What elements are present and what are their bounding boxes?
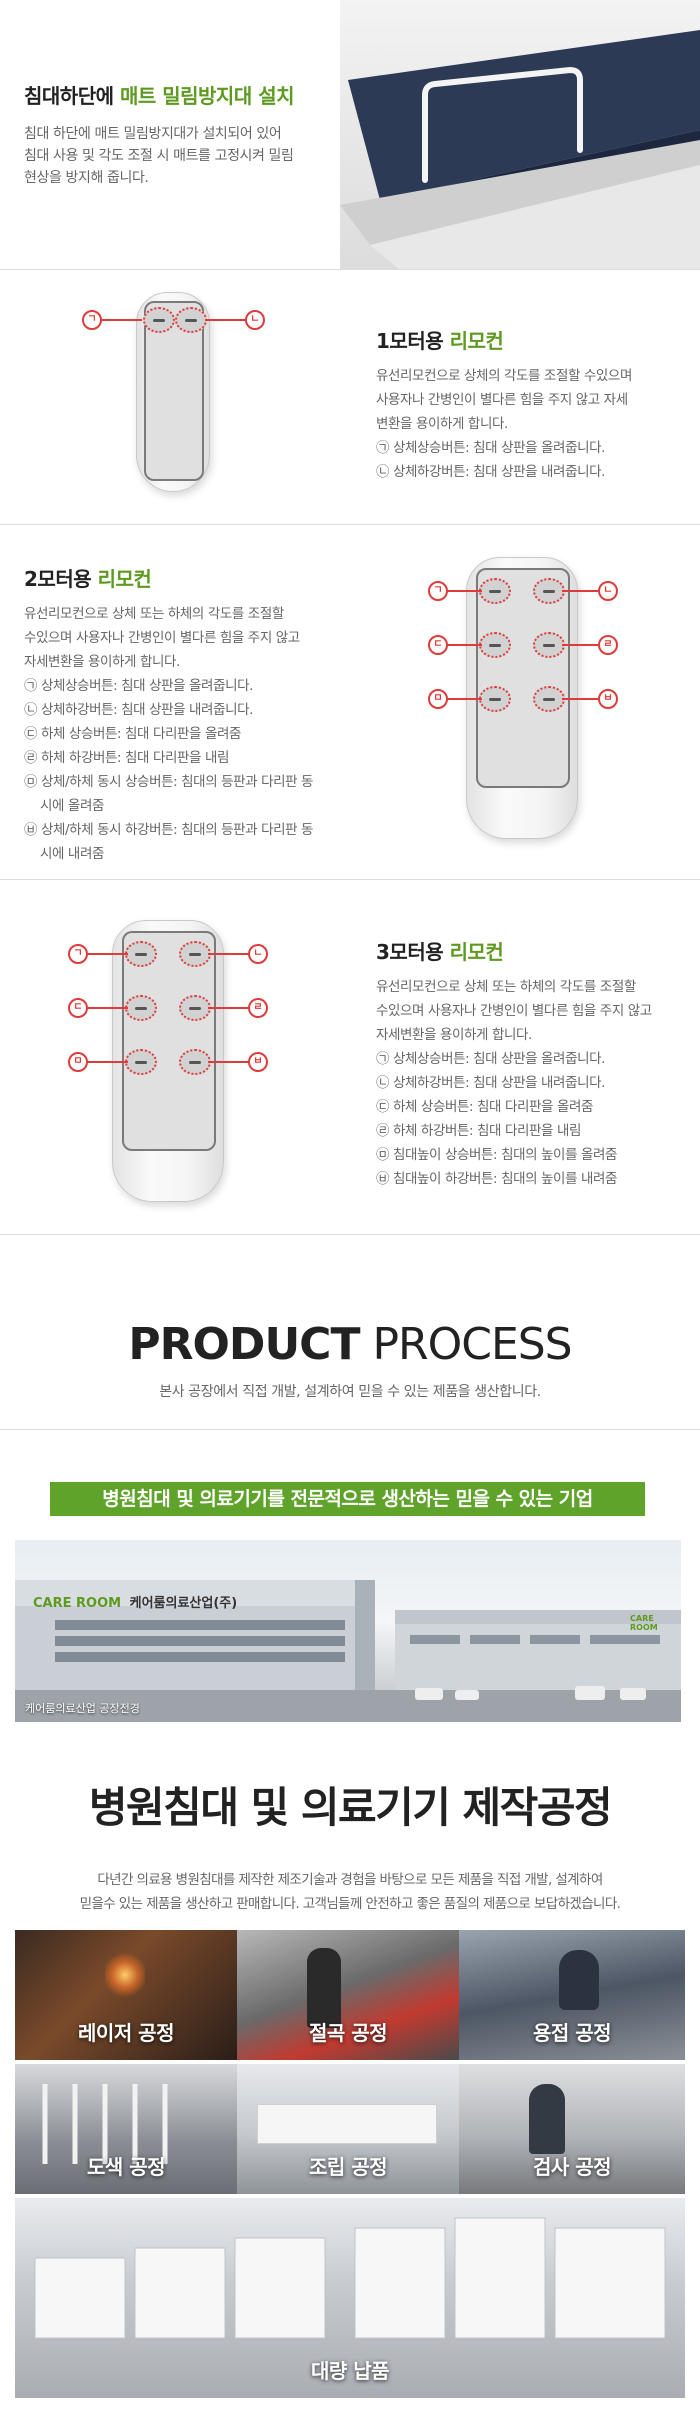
remote-1motor-image (136, 292, 210, 492)
label-giyeok: ㄱ (82, 310, 102, 330)
remote-1motor-line: 사용자나 간병인이 별다른 힘을 주지 않고 자세 (376, 392, 628, 408)
remote-1motor-down-button-icon (175, 307, 207, 333)
label-rieul: ㄹ (248, 998, 268, 1018)
step-delivery-caption: 대량 납품 (310, 2359, 390, 2383)
factory-banner: 병원침대 및 의료기기를 전문적으로 생산하는 믿을 수 있는 기업 (50, 1482, 645, 1516)
product-process-section: PRODUCT PROCESS 본사 공장에서 직접 개발, 설계하여 믿을 수… (0, 1235, 700, 1430)
step-delivery: 대량 납품 (15, 2198, 685, 2398)
label-rieul: ㄹ (598, 635, 618, 655)
remote-2motor-image (466, 557, 578, 839)
label-digeut: ㄷ (68, 998, 88, 1018)
remote-1motor-section: ㄱ ㄴ 1모터용 리모컨 유선리모컨으로 상체의 각도를 조절할 수있으며 사용… (0, 270, 700, 525)
factory-description: 다년간 의료용 병원침대를 제작한 제조기술과 경험을 바탕으로 모든 제품을 … (0, 1868, 700, 1916)
product-process-title: PRODUCT PROCESS (128, 1319, 572, 1370)
mattress-stopper-section: 침대하단에 매트 밀림방지대 설치 침대 하단에 매트 밀림방지대가 설치되어 … (0, 0, 700, 270)
factory-photo-caption: 케어룸의료산업 공장전경 (25, 1702, 140, 1715)
remote-2motor-item: ㉣ 하체 하강버튼: 침대 다리판을 내림 (24, 750, 229, 766)
remote-2motor-item: ㉡ 상체하강버튼: 침대 상판을 내려줍니다. (24, 702, 254, 718)
step-bending: 절곡 공정 (237, 1930, 459, 2060)
step-laser-caption: 레이저 공정 (78, 2021, 174, 2045)
mattress-stopper-image (340, 30, 700, 269)
step-assembly-caption: 조립 공정 (308, 2155, 388, 2179)
remote-2motor-line: 유선리모컨으로 상체 또는 하체의 각도를 조절할 (24, 606, 284, 622)
factory-heading: 병원침대 및 의료기기 제작공정 (88, 1783, 613, 1832)
label-digeut: ㄷ (428, 635, 448, 655)
remote-1motor-item: ㉡ 상체하강버튼: 침대 상판을 내려줍니다. (376, 464, 606, 480)
remote-1motor-line: 변환을 용이하게 합니다. (376, 416, 508, 432)
remote-3motor-item: ㉥ 침대높이 하강버튼: 침대의 높이를 내려줌 (376, 1171, 618, 1187)
remote-2motor-line: 수있으며 사용자나 간병인이 별다른 힘을 주지 않고 (24, 630, 300, 646)
remote-3motor-item: ㉢ 하체 상승버튼: 침대 다리판을 올려줌 (376, 1099, 594, 1115)
remote-3motor-item: ㉣ 하체 하강버튼: 침대 다리판을 내림 (376, 1123, 581, 1139)
mattress-stopper-text: 침대하단에 매트 밀림방지대 설치 침대 하단에 매트 밀림방지대가 설치되어 … (24, 80, 354, 189)
remote-2motor-text: 2모터용 리모컨 유선리모컨으로 상체 또는 하체의 각도를 조절할 수있으며 … (24, 563, 354, 866)
step-painting-caption: 도색 공정 (86, 2155, 166, 2179)
remote-2motor-item: ㉤ 상체/하체 동시 상승버튼: 침대의 등판과 다리판 동시에 올려줌 (24, 774, 314, 814)
label-mieum: ㅁ (68, 1052, 88, 1072)
mattress-stopper-heading: 침대하단에 매트 밀림방지대 설치 (24, 84, 295, 108)
mattress-stopper-line: 침대 하단에 매트 밀림방지대가 설치되어 있어 (24, 126, 282, 142)
factory-desc-line: 다년간 의료용 병원침대를 제작한 제조기술과 경험을 바탕으로 모든 제품을 … (97, 1872, 603, 1888)
label-bieup: ㅂ (598, 689, 618, 709)
remote-2motor-item: ㉢ 하체 상승버튼: 침대 다리판을 올려줌 (24, 726, 242, 742)
label-giyeok: ㄱ (68, 944, 88, 964)
remote-1motor-line: 유선리모컨으로 상체의 각도를 조절할 수있으며 (376, 368, 632, 384)
remote-3motor-item: ㉡ 상체하강버튼: 침대 상판을 내려줍니다. (376, 1075, 606, 1091)
step-laser: 레이저 공정 (15, 1930, 237, 2060)
remote-3motor-item: ㉠ 상체상승버튼: 침대 상판을 올려줍니다. (376, 1051, 606, 1067)
step-assembly: 조립 공정 (237, 2064, 459, 2194)
remote-1motor-text: 1모터용 리모컨 유선리모컨으로 상체의 각도를 조절할 수있으며 사용자나 간… (376, 325, 686, 484)
factory-sign-text: 케어룸의료산업(주) (129, 1596, 238, 1611)
remote-1motor-heading: 1모터용 리모컨 (376, 329, 504, 353)
remote-3motor-line: 유선리모컨으로 상체 또는 하체의 각도를 조절할 (376, 979, 636, 995)
remote-2motor-heading: 2모터용 리모컨 (24, 567, 152, 591)
label-nieun: ㄴ (248, 944, 268, 964)
label-nieun: ㄴ (245, 310, 265, 330)
factory-desc-line: 믿을수 있는 제품을 생산하고 판매합니다. 고객님들께 안전하고 좋은 품질의… (79, 1896, 621, 1912)
step-welding: 용접 공정 (459, 1930, 685, 2060)
remote-2motor-item: ㉥ 상체/하체 동시 하강버튼: 침대의 등판과 다리판 동시에 내려줌 (24, 822, 314, 862)
step-painting: 도색 공정 (15, 2064, 237, 2194)
remote-3motor-line: 수있으며 사용자나 간병인이 별다른 힘을 주지 않고 (376, 1003, 652, 1019)
label-mieum: ㅁ (428, 689, 448, 709)
factory-building-image (15, 1580, 681, 1722)
factory-section: 병원침대 및 의료기기를 전문적으로 생산하는 믿을 수 있는 기업 (0, 1430, 700, 1930)
remote-2motor-item: ㉠ 상체상승버튼: 침대 상판을 올려줍니다. (24, 678, 254, 694)
remote-1motor-up-button-icon (143, 307, 175, 333)
remote-3motor-section: ㄱ ㄴ ㄷ ㄹ ㅁ ㅂ 3모터용 리모컨 유선리모컨으로 상체 또는 하체의 각… (0, 880, 700, 1235)
factory-sign-small: CARE ROOM (630, 1614, 658, 1632)
label-bieup: ㅂ (248, 1052, 268, 1072)
remote-3motor-heading: 3모터용 리모컨 (376, 940, 504, 964)
mattress-stopper-line: 현상을 방지해 줍니다. (24, 170, 149, 186)
step-bending-caption: 절곡 공정 (308, 2021, 388, 2045)
factory-sign: CARE ROOM 케어룸의료산업(주) (33, 1592, 237, 1611)
step-inspection: 검사 공정 (459, 2064, 685, 2194)
factory-photo: CARE ROOM 케어룸의료산업(주) CARE ROOM 케어룸의료산업 공… (15, 1540, 681, 1722)
step-welding-caption: 용접 공정 (532, 2021, 612, 2045)
mattress-stopper-photo (340, 0, 700, 269)
mattress-stopper-line: 침대 사용 및 각도 조절 시 매트를 고정시켜 밀림 (24, 148, 294, 164)
product-process-subtitle: 본사 공장에서 직접 개발, 설계하여 믿을 수 있는 제품을 생산합니다. (159, 1384, 541, 1400)
remote-3motor-item: ㉤ 침대높이 상승버튼: 침대의 높이를 올려줌 (376, 1147, 618, 1163)
label-giyeok: ㄱ (428, 581, 448, 601)
factory-sign-logo: CARE ROOM (33, 1596, 122, 1611)
remote-3motor-text: 3모터용 리모컨 유선리모컨으로 상체 또는 하체의 각도를 조절할 수있으며 … (376, 936, 686, 1191)
remote-2motor-line: 자세변환을 용이하게 합니다. (24, 654, 180, 670)
label-nieun: ㄴ (598, 581, 618, 601)
remote-2motor-section: 2모터용 리모컨 유선리모컨으로 상체 또는 하체의 각도를 조절할 수있으며 … (0, 525, 700, 880)
remote-1motor-item: ㉠ 상체상승버튼: 침대 상판을 올려줍니다. (376, 440, 606, 456)
remote-3motor-line: 자세변환을 용이하게 합니다. (376, 1027, 532, 1043)
process-photo-grid: 레이저 공정 절곡 공정 용접 공정 도색 공정 조립 공정 검사 공정 (0, 1930, 700, 2415)
step-inspection-caption: 검사 공정 (532, 2155, 612, 2179)
